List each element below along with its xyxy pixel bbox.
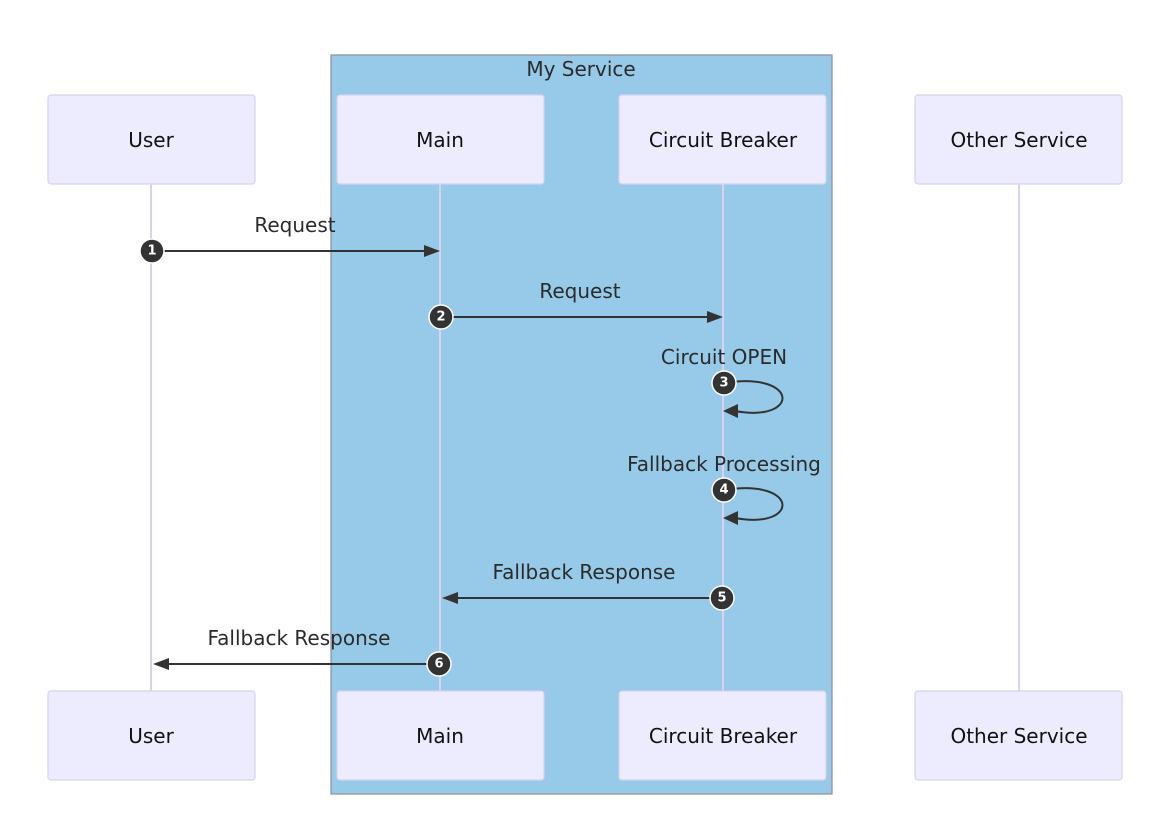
message-label: Fallback Response xyxy=(208,626,391,650)
step-number: 1 xyxy=(147,244,156,259)
message-1: Request 1 xyxy=(139,213,440,264)
actor-label: Circuit Breaker xyxy=(649,724,798,748)
actor-top-other-service[interactable]: Other Service xyxy=(914,94,1123,185)
actor-bottom-circuit-breaker[interactable]: Circuit Breaker xyxy=(618,690,827,781)
actor-label: User xyxy=(128,724,174,748)
actor-label: Other Service xyxy=(950,724,1087,748)
actor-label: User xyxy=(128,128,174,152)
actor-bottom-main[interactable]: Main xyxy=(336,690,545,781)
actor-top-user[interactable]: User xyxy=(47,94,256,185)
step-number: 5 xyxy=(717,591,726,606)
step-number: 2 xyxy=(436,310,445,325)
step-number: 6 xyxy=(434,657,443,672)
message-5: Fallback Response 5 xyxy=(442,560,735,611)
step-number: 3 xyxy=(719,376,728,391)
step-number: 4 xyxy=(719,483,728,498)
actor-bottom-user[interactable]: User xyxy=(47,690,256,781)
message-label: Fallback Processing xyxy=(627,452,821,476)
group-label: My Service xyxy=(526,57,635,81)
message-4: Fallback Processing 4 xyxy=(627,452,821,525)
message-label: Fallback Response xyxy=(493,560,676,584)
arrowhead-icon xyxy=(424,245,440,257)
message-label: Circuit OPEN xyxy=(661,345,787,369)
message-6: Fallback Response 6 xyxy=(153,626,452,677)
message-label: Request xyxy=(539,279,620,303)
actor-top-main[interactable]: Main xyxy=(336,94,545,185)
arrowhead-icon xyxy=(707,311,723,323)
actor-bottom-other-service[interactable]: Other Service xyxy=(914,690,1123,781)
arrowhead-icon xyxy=(723,511,738,525)
actor-label: Main xyxy=(416,724,464,748)
arrowhead-icon xyxy=(153,658,169,670)
message-3: Circuit OPEN 3 xyxy=(661,345,787,418)
actor-label: Other Service xyxy=(950,128,1087,152)
actor-label: Main xyxy=(416,128,464,152)
message-2: Request 2 xyxy=(428,279,723,330)
actor-label: Circuit Breaker xyxy=(649,128,798,152)
arrowhead-icon xyxy=(442,592,458,604)
message-label: Request xyxy=(254,213,335,237)
arrowhead-icon xyxy=(723,404,738,418)
actor-top-circuit-breaker[interactable]: Circuit Breaker xyxy=(618,94,827,185)
